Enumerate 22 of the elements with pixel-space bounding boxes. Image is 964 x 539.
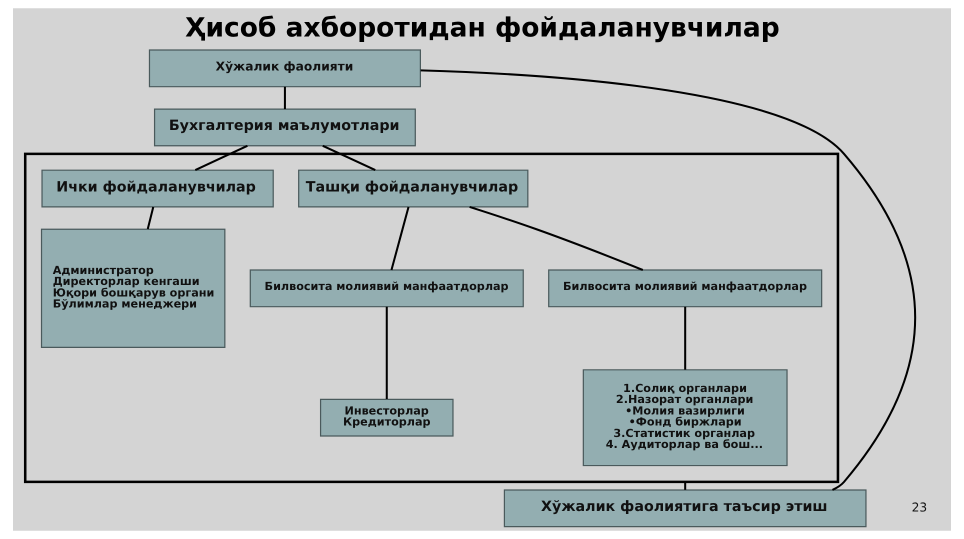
node-box: 1.Солиқ органлари 2.Назорат органлари •Молия вазирлиги •Фонд биржлари 3.Статистик органлар 4. Аудиторлар ва бош...	[582, 369, 788, 466]
connector	[146, 206, 154, 230]
node-box: Администратор Директорлар кенгаши Юқори бошқарув органи Бўлимлар менеджери	[40, 228, 226, 348]
node-box: Билвосита молиявий манфаатдорлар	[250, 269, 524, 308]
node-box: Ташқи фойдаланувчилар	[298, 170, 528, 208]
connector	[386, 306, 388, 400]
node-box: Хўжалик фаолиятига таъсир этиш	[504, 489, 867, 528]
connector	[390, 206, 410, 270]
label: 23	[912, 500, 928, 514]
connector	[284, 86, 286, 110]
connector	[322, 144, 376, 171]
connector	[194, 144, 248, 171]
connector	[684, 306, 686, 370]
node-box: Ички фойдаланувчилар	[41, 170, 274, 208]
diagram-title: Ҳисоб ахборотидан фойдаланувчилар	[185, 12, 780, 44]
node-box: Инвесторлар Кредиторлар	[320, 398, 454, 437]
node-box: Хўжалик фаолияти	[148, 49, 421, 88]
node-box: Билвосита молиявий манфаатдорлар	[548, 269, 822, 308]
connector	[469, 206, 644, 271]
node-box: Бухгалтерия маълумотлари	[154, 108, 416, 146]
connector	[684, 482, 686, 490]
cluster	[24, 152, 840, 484]
